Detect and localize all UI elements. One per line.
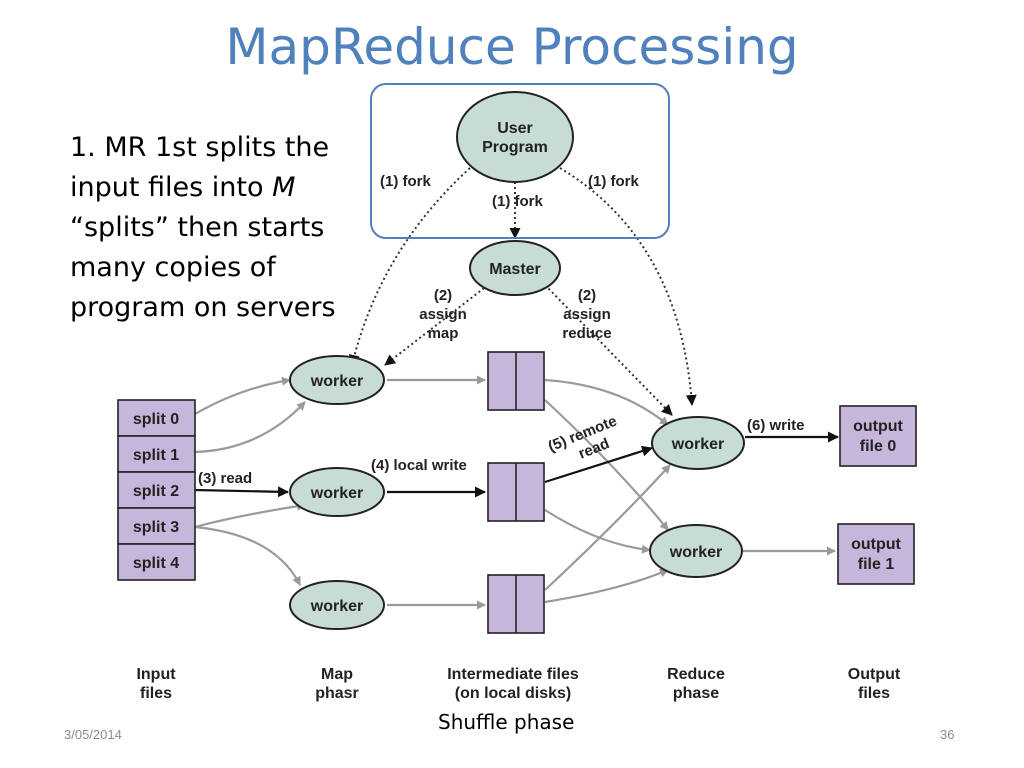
footer-page-number: 36 (940, 727, 955, 742)
fork-right-arrow (559, 167, 697, 406)
map-worker-3-label: worker (310, 598, 363, 615)
slide-body-text: 1. MR 1st splits the input files into M … (70, 128, 360, 328)
split-4-box (117, 543, 196, 581)
split-0-label: split 0 (133, 411, 179, 428)
remote-read-label: (5) remote read (546, 413, 620, 463)
column-reduce-label-2: phase (673, 685, 719, 702)
split-3-box (117, 507, 196, 545)
map-worker-3 (289, 580, 385, 630)
user-program-label-1: User (497, 120, 533, 137)
split-2-label: split 2 (133, 483, 179, 500)
write-label: (6) write (747, 417, 805, 434)
assign-map-label-1: (2) (434, 287, 452, 304)
column-intermediate-label-2: (on local disks) (455, 685, 571, 702)
map-worker-2 (289, 467, 385, 517)
body-line-3: “splits” then starts (70, 212, 325, 243)
column-intermediate-label-1: Intermediate files (447, 666, 579, 683)
column-map-label-1: Map (321, 666, 353, 683)
assign-map-label-3: map (428, 325, 459, 342)
m-variable: M (272, 172, 296, 203)
fork-left-label: (1) fork (380, 173, 431, 190)
user-program-label-2: Program (482, 139, 548, 156)
body-line-4: many copies of (70, 252, 276, 283)
split-0-box (117, 399, 196, 437)
output-file-0-box (839, 405, 917, 467)
fork-highlight-box (370, 83, 670, 239)
split-2-box (117, 471, 196, 509)
reduce-worker-2-label: worker (669, 544, 722, 561)
slide-title: MapReduce Processing (225, 18, 799, 76)
reduce-worker-1 (651, 416, 745, 470)
output-file-0-label-2: file 0 (860, 438, 897, 455)
split-1-label: split 1 (133, 447, 179, 464)
column-map-label-2: phasr (315, 685, 359, 702)
assign-map-arrow (384, 284, 489, 366)
footer-date: 3/05/2014 (64, 727, 122, 742)
column-reduce-label-1: Reduce (667, 666, 725, 683)
assign-map-label-2: assign (419, 306, 467, 323)
master-label: Master (489, 261, 541, 278)
column-output-label-2: files (858, 685, 890, 702)
body-line-1: 1. MR 1st splits the (70, 132, 330, 163)
output-file-1-label-1: output (851, 536, 901, 553)
reduce-worker-1-label: worker (671, 436, 724, 453)
fork-mid-label: (1) fork (492, 193, 543, 210)
column-input-label-2: files (140, 685, 172, 702)
read-arrow (194, 486, 289, 498)
remote-read-arrow (544, 445, 653, 484)
body-line-2: input files into M (70, 172, 296, 203)
reduce-worker-2 (649, 524, 743, 578)
assign-reduce-label-2: assign (563, 306, 611, 323)
assign-reduce-arrow (544, 284, 673, 416)
column-output-label-1: Output (848, 666, 901, 683)
assign-reduce-label-3: reduce (562, 325, 611, 342)
shuffle-phase-label: Shuffle phase (438, 710, 575, 734)
map-worker-2-label: worker (310, 485, 363, 502)
split-1-box (117, 435, 196, 473)
output-file-1-label-2: file 1 (858, 556, 895, 573)
read-label: (3) read (198, 470, 252, 487)
output-file-1-box (837, 523, 915, 585)
map-worker-1-label: worker (310, 373, 363, 390)
fork-left-arrow (349, 167, 471, 366)
split-4-label: split 4 (133, 555, 179, 572)
column-input-label-1: Input (136, 666, 176, 683)
body-line-5: program on servers (70, 292, 336, 323)
user-program-node (456, 91, 574, 183)
master-node (469, 240, 561, 296)
input-splits (117, 399, 196, 581)
map-worker-1 (289, 355, 385, 405)
fork-right-label: (1) fork (588, 173, 639, 190)
split-3-label: split 3 (133, 519, 179, 536)
assign-reduce-label-1: (2) (578, 287, 596, 304)
local-write-label: (4) local write (371, 457, 467, 474)
output-file-0-label-1: output (853, 418, 903, 435)
